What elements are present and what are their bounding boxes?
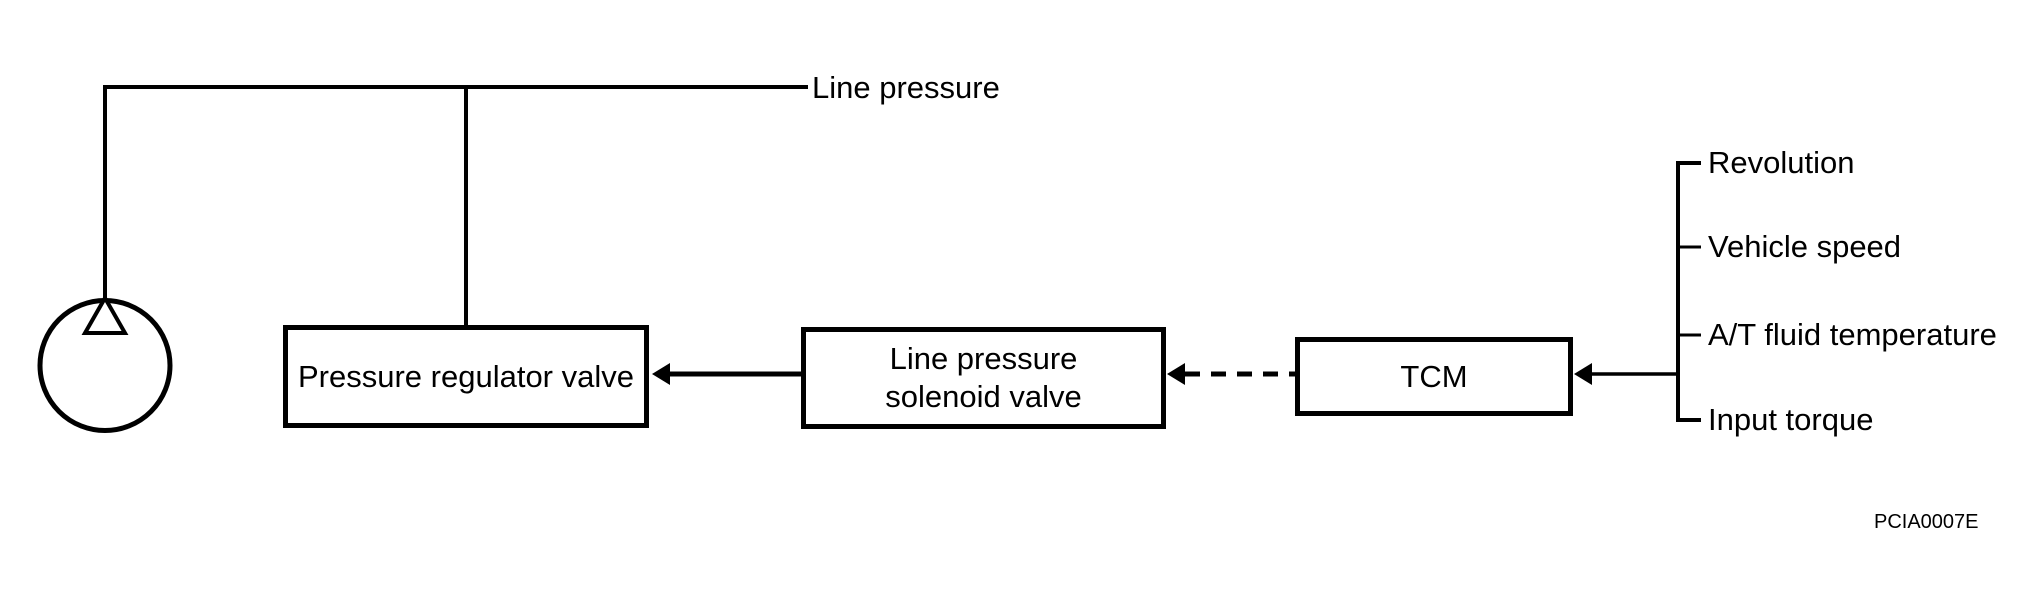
line-pressure-supply-line: [103, 85, 808, 300]
input-label-revolution: Revolution: [1708, 145, 1855, 180]
pressure-regulator-valve-label: Pressure regulator valve: [298, 358, 634, 394]
line-pressure-solenoid-valve-label-line2: solenoid valve: [885, 379, 1082, 414]
line-pressure-label: Line pressure: [812, 70, 1000, 105]
figure-code: PCIA0007E: [1874, 511, 1979, 533]
input-label-input-torque: Input torque: [1708, 402, 1874, 437]
line-pressure-solenoid-valve-box: Line pressure solenoid valve: [801, 327, 1166, 429]
arrow-solenoid-to-regulator-head: [652, 363, 670, 385]
line-pressure-solenoid-valve-label-line1: Line pressure: [889, 341, 1078, 376]
tcm-label: TCM: [1400, 358, 1468, 394]
pump-triangle-icon: [81, 293, 129, 335]
arrow-tcm-to-solenoid-head: [1167, 363, 1185, 385]
inputs-bracket: [1676, 161, 1701, 422]
arrow-inputs-to-tcm-head: [1574, 363, 1592, 385]
tcm-box: TCM: [1295, 337, 1573, 416]
pressure-regulator-valve-box: Pressure regulator valve: [283, 325, 649, 428]
input-label-fluid-temperature: A/T fluid temperature: [1708, 317, 1997, 352]
input-label-vehicle-speed: Vehicle speed: [1708, 229, 1902, 264]
